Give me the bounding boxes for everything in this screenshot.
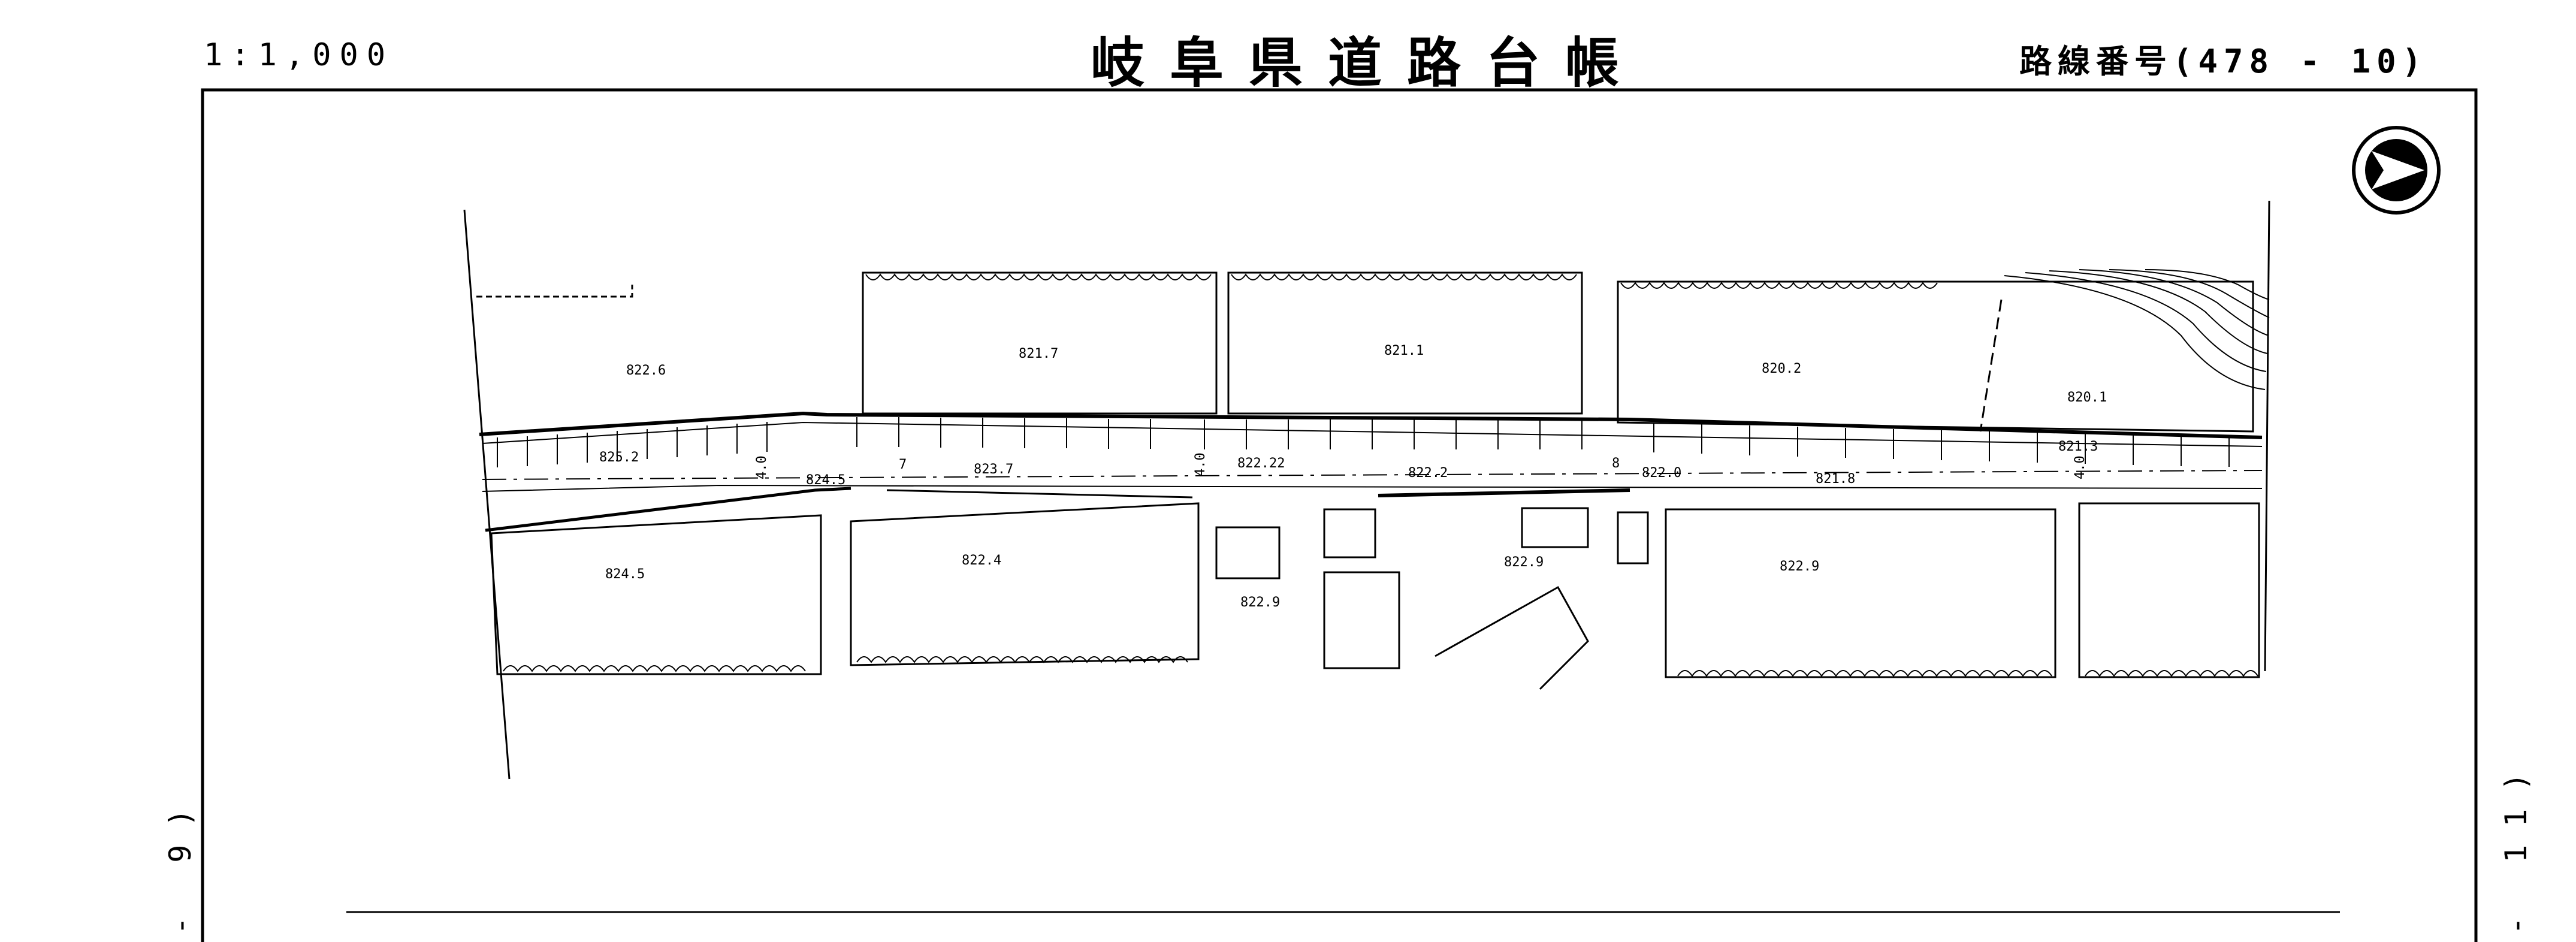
road-width-label: 4.0 [2073,455,2088,479]
elevation-label: 822.9 [1780,559,1819,574]
elevation-label: 820.2 [1762,361,1801,376]
map-frame [201,88,2478,942]
contour-lines [2004,269,2270,390]
elevation-label: 821.1 [1384,343,1424,358]
structures [476,282,2003,690]
elevation-label: 823.7 [974,462,1013,477]
boundary-left [463,209,511,780]
route-label: 路線番号 [2019,43,2173,80]
retaining-walls [503,273,2258,677]
elevation-label: 821.8 [1816,472,1855,487]
elevation-label: 824.5 [806,473,845,488]
elevation-label: 822.4 [962,553,1001,568]
route-number: 路線番号(478 - 10) [2019,35,2427,82]
road-width-label: 4.0 [1193,452,1208,476]
map-scale: 1:1,000 [204,37,394,73]
elevation-label: 820.1 [2067,390,2107,405]
road [479,411,2263,532]
road-width-label: 4.0 [754,455,769,479]
page-title: 岐阜県道路台帳 [1091,32,1644,95]
boundary-right [2264,200,2270,672]
elevation-label: 824.5 [605,567,645,582]
elevation-label: 822.9 [1504,555,1544,570]
elevation-label: 822.0 [1642,466,1681,481]
road-slope-ticks [497,417,2230,467]
elevation-label: 822.6 [626,363,666,378]
chainage-mark: 7 [899,457,907,472]
north-arrow-icon [2352,126,2441,215]
elevation-label: 821.7 [1019,346,1058,361]
elevation-label: 822.2 [1408,466,1448,481]
chainage-mark: 8 [1612,456,1620,471]
route-value: (478 - 10) [2173,43,2428,80]
elevation-label: 822.22 [1237,456,1285,471]
elevation-label: 821.3 [2058,439,2098,454]
elevation-label: 822.9 [1240,595,1280,610]
elevation-label: 825.2 [599,450,639,465]
